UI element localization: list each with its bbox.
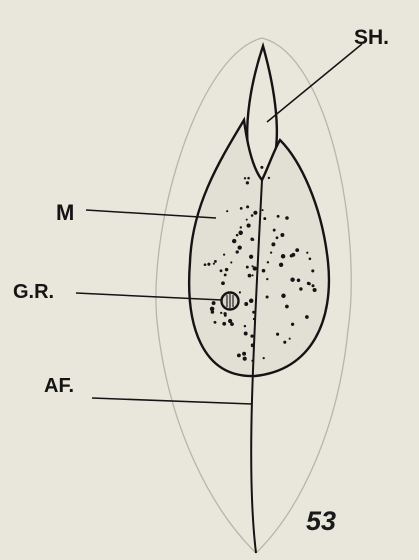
stipple-dot <box>290 254 293 257</box>
stipple-dot <box>236 250 239 253</box>
stipple-dot <box>214 260 217 263</box>
stipple-dot <box>246 219 248 221</box>
stipple-dot <box>240 207 243 210</box>
stipple-dot <box>270 251 272 253</box>
stipple-dot <box>263 217 266 220</box>
stipple-dot <box>313 288 317 292</box>
stipple-dot <box>212 301 216 305</box>
stipple-dot <box>263 357 265 359</box>
stipple-dot <box>279 263 283 267</box>
stipple-dot <box>244 302 248 306</box>
stipple-dot <box>281 294 285 298</box>
stipple-dot <box>228 319 232 323</box>
stipple-dot <box>249 255 253 259</box>
stipple-dot <box>299 287 302 290</box>
stipple-dot <box>280 233 284 237</box>
stipple-dot <box>277 215 280 218</box>
stipple-dot <box>246 205 249 208</box>
stipple-dot <box>262 209 264 211</box>
stipple-dot <box>271 242 275 246</box>
stipple-dot <box>248 274 252 278</box>
stipple-dot <box>262 269 266 273</box>
stipple-dot <box>236 234 239 237</box>
stipple-dot <box>246 181 249 184</box>
stipple-dot <box>273 229 276 232</box>
label-gr: G.R. <box>13 281 54 303</box>
stipple-dot <box>250 335 253 338</box>
stipple-dot <box>240 226 242 228</box>
stipple-dot <box>266 295 269 298</box>
stipple-dot <box>253 211 257 215</box>
stipple-dot <box>285 305 289 309</box>
stipple-dot <box>305 315 309 319</box>
stipple-dot <box>213 263 215 265</box>
stipple-dot <box>289 338 291 340</box>
stipple-dot <box>285 216 289 220</box>
stipple-dot <box>309 257 312 260</box>
stipple-dot <box>207 263 210 266</box>
stipple-dot <box>242 352 246 356</box>
stipple-dot <box>276 333 279 336</box>
stipple-dot <box>246 266 249 269</box>
stipple-dot <box>251 214 254 217</box>
stipple-dot <box>214 321 217 324</box>
stipple-dot <box>268 177 270 179</box>
stipple-dot <box>247 224 251 228</box>
stipple-dot <box>276 236 279 239</box>
stipple-dot <box>266 278 268 280</box>
stipple-dot <box>238 231 243 236</box>
stipple-dot <box>291 323 294 326</box>
stipple-dot <box>295 248 299 252</box>
stipple-dot <box>244 177 246 179</box>
stipple-dot <box>244 332 248 336</box>
stipple-dot <box>307 282 310 285</box>
stipple-dot <box>238 245 242 249</box>
stipple-dot <box>243 357 247 361</box>
stipple-dot <box>267 261 269 263</box>
stipple-dot <box>253 266 257 270</box>
stipple-dot <box>283 341 286 344</box>
stipple-dot <box>225 268 228 271</box>
figure-number: 53 <box>306 506 336 536</box>
stipple-dot <box>232 239 236 243</box>
stipple-dot <box>204 263 207 266</box>
label-m: M <box>56 200 74 225</box>
stipple-dot <box>237 353 241 357</box>
stipple-dot <box>222 322 226 326</box>
stipple-dot <box>297 279 301 283</box>
stipple-dot <box>221 281 225 285</box>
m-leader <box>86 210 216 218</box>
stipple-dot <box>311 284 314 287</box>
stipple-dot <box>224 273 227 276</box>
stipple-dot <box>220 312 222 314</box>
stipple-dot <box>306 252 308 254</box>
stipple-dot <box>260 166 263 169</box>
stipple-dot <box>223 253 225 255</box>
stipple-dot <box>239 291 241 293</box>
stipple-dot <box>281 254 286 259</box>
stipple-dot <box>252 239 254 241</box>
stipple-dot <box>311 269 314 272</box>
stipple-dot <box>210 307 215 312</box>
stipple-dot <box>244 325 246 327</box>
stipple-dot <box>223 312 226 315</box>
stipple-dot <box>290 278 294 282</box>
label-sh: SH. <box>354 26 389 49</box>
stipple-dot <box>226 210 228 212</box>
stipple-dot <box>247 177 250 180</box>
label-af: AF. <box>44 375 74 397</box>
stipple-dot <box>220 269 223 272</box>
stipple-dot <box>230 261 232 263</box>
stipple-dot <box>249 299 254 304</box>
stipple-dot <box>252 274 254 276</box>
sh-leader <box>267 44 362 122</box>
